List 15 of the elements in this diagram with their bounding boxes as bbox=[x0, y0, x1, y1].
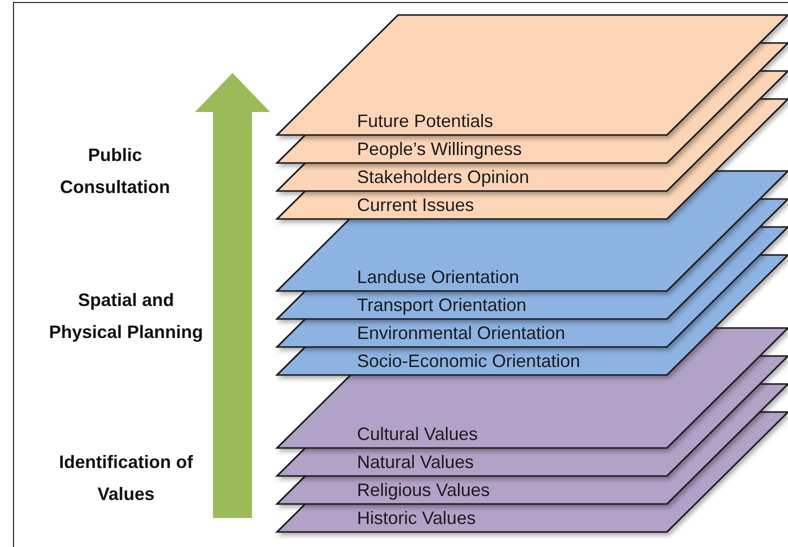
layer-label: Future Potentials bbox=[357, 110, 494, 133]
layer-label: People’s Willingness bbox=[357, 138, 522, 161]
layer-label: Cultural Values bbox=[357, 423, 478, 446]
group-label: Spatial and Physical Planning bbox=[48, 289, 204, 344]
layer-label: Landuse Orientation bbox=[357, 266, 520, 289]
group-label: Public Consultation bbox=[59, 144, 171, 199]
layer-label: Current Issues bbox=[357, 194, 474, 217]
group-label: Identification of Values bbox=[58, 451, 194, 506]
layer-label: Historic Values bbox=[357, 507, 476, 530]
layer-label: Stakeholders Opinion bbox=[357, 166, 530, 189]
layer-label: Socio-Economic Orientation bbox=[357, 350, 580, 373]
layer-label: Natural Values bbox=[357, 451, 474, 474]
layer-label: Religious Values bbox=[357, 479, 490, 502]
layer-label: Transport Orientation bbox=[357, 294, 526, 317]
layer-label: Environmental Orientation bbox=[357, 322, 566, 345]
